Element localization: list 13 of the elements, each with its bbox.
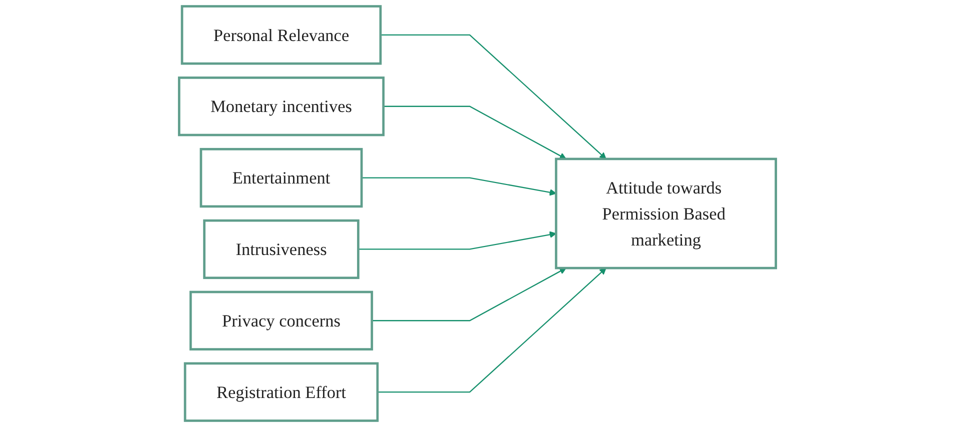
- node-box: Entertainment: [200, 148, 363, 208]
- arrow: [380, 34, 606, 160]
- arrow: [383, 106, 566, 160]
- arrow: [372, 268, 566, 322]
- arrow: [378, 268, 606, 393]
- node-box: Registration Effort: [184, 362, 379, 422]
- node-box: Privacy concerns: [189, 290, 374, 350]
- arrow: [358, 231, 556, 250]
- node-box: Intrusiveness: [203, 219, 360, 280]
- arrow: [362, 177, 556, 196]
- node-box: Monetary incentives: [178, 76, 385, 136]
- node-box: Attitude towards Permission Based marketing: [554, 158, 778, 270]
- node-box: Personal Relevance: [180, 5, 382, 65]
